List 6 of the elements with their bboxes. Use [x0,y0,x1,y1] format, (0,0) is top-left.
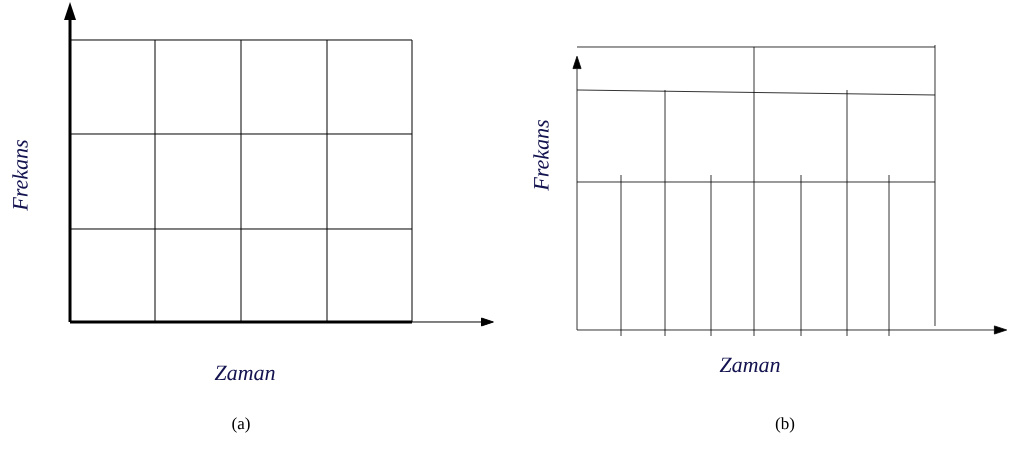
axis-label: Zaman [214,365,275,381]
axis-label: Zaman [719,357,780,373]
panel-label: (b) [775,417,795,433]
panel-label: (a) [232,417,250,433]
axis-label: Frekans [533,120,549,191]
axis-label: Frekans [12,140,28,211]
